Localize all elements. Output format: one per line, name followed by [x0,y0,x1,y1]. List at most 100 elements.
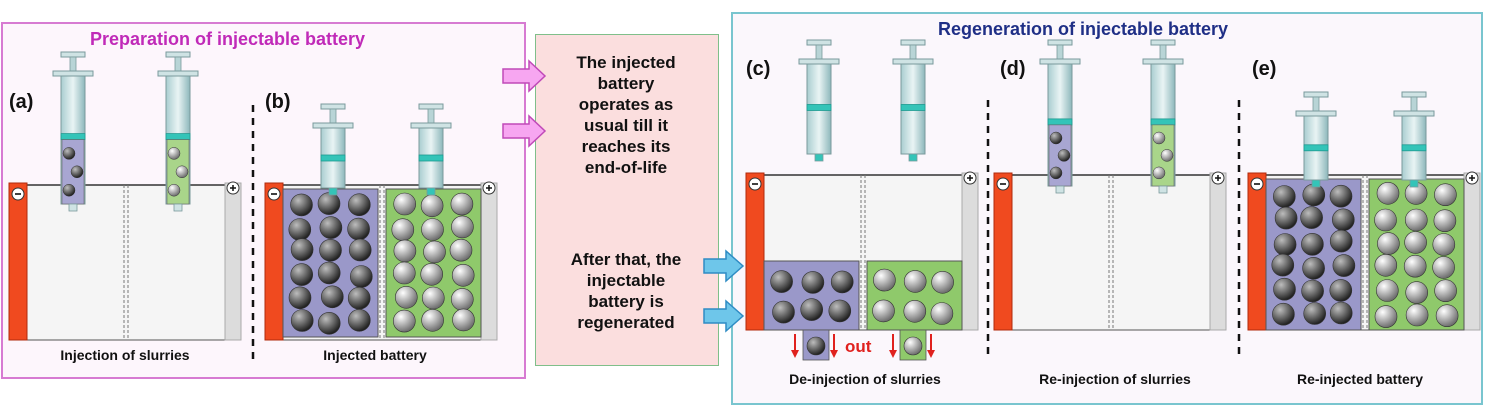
pink-arrow-bottom [502,114,547,148]
cathode-particle [1434,183,1457,206]
syringe-seal [418,154,444,162]
syringe-nozzle [1158,185,1168,194]
anode-particle [828,299,852,323]
cathode-particle [903,270,927,293]
middle-text-top-line-5: reaches its [581,137,671,156]
syringe-plunger-cap [165,51,191,58]
cathode-particle [451,215,474,239]
anode-particle [1329,184,1353,208]
anode-particle [317,192,341,215]
anode-particle [347,286,371,310]
cathode-particle [451,263,475,287]
negative-electrode [8,182,28,341]
panel-letter-e: (e) [1252,58,1277,80]
cathode-particle [931,270,954,294]
syringe-flange [1039,58,1081,65]
syringe-particle [1152,131,1166,145]
anode-particle [1300,206,1323,229]
anode-particle [1273,233,1297,256]
syringe-plunger-rod [815,44,823,60]
panel-letter-b: (b) [265,91,291,113]
cathode-particle [1435,304,1459,328]
panel-letter-a: (a) [9,91,34,113]
anode-particle [347,308,371,332]
panel-letter-c: (c) [746,58,771,80]
syringe-plunger-cap [1303,91,1329,98]
anode-particle [317,311,341,335]
cathode-particle [421,286,445,310]
middle-text-bottom-line-2: injectable [586,271,666,290]
syringe-nozzle [814,153,824,162]
syringe-c-anode [798,39,840,162]
syringe-b-anode [312,103,354,196]
syringe-plunger-rod [1159,44,1167,60]
negative-electrode [264,182,284,341]
caption-c: De-injection of slurries [789,371,941,387]
syringe-plunger-cap [320,103,346,110]
anode-particle [1301,279,1324,303]
cell-body [1009,174,1213,331]
syringe-seal [900,104,926,111]
anode-particle [1332,208,1355,232]
anode-particle [319,216,343,239]
middle-text-bottom-line-3: battery is [588,292,664,311]
cathode-particle [1374,305,1398,328]
anode-particle [1272,302,1295,326]
middle-text-bottom-line-4: regenerated [577,313,675,332]
cathode-particle [450,192,474,216]
cathode-particle [1377,232,1400,255]
blue-arrow-bottom [703,299,745,333]
cathode-particle [1432,256,1455,279]
anode-particle [1274,206,1298,230]
negative-electrode [1247,172,1267,331]
syringe-plunger-rod [909,44,917,60]
cathode-particle [1403,254,1427,278]
anode-particle [800,298,824,321]
syringe-particle [1160,149,1174,162]
syringe-seal [320,154,346,162]
syringe-d-anode [1039,39,1081,194]
cathode-particle [420,194,444,218]
out-label: out [845,337,872,356]
cathode-particle [452,308,475,332]
syringe-flange [1295,110,1337,117]
syringe-plunger-rod [1410,96,1418,112]
syringe-a-anode [52,51,94,212]
syringe-nozzle [328,187,338,196]
outlet-anode-particle [806,336,826,356]
blue-arrow-top [703,249,745,283]
anode-particle [830,270,854,294]
middle-text-top: The injected battery operates as usual t… [535,52,717,178]
cathode-particle [873,268,896,292]
syringe-particle [62,147,76,160]
syringe-plunger-cap [1047,39,1073,46]
syringe-particle [1049,131,1063,145]
middle-text-top-line-2: battery [597,74,655,93]
syringe-seal [1401,144,1427,152]
anode-particle [1329,229,1353,253]
positive-electrode [1463,172,1481,331]
cathode-particle [1432,233,1456,256]
syringe-particle [1049,166,1063,180]
syringe-particle [1152,166,1166,180]
cathode-particle [421,308,444,332]
cathode-particle [394,285,418,309]
preparation-title: Preparation of injectable battery [90,29,366,49]
cathode-particle [420,262,444,286]
cathode-particle [1405,281,1428,304]
syringe-plunger-rod [1312,96,1320,112]
syringe-plunger-rod [174,56,182,72]
caption-a: Injection of slurries [60,347,190,363]
cathode-particle [1405,208,1428,232]
negative-electrode [993,172,1013,331]
syringe-e-cathode [1393,91,1435,188]
anode-particle [1303,302,1326,325]
syringe-plunger-rod [69,56,77,72]
red-down-arrow [791,350,799,358]
syringe-flange [157,70,199,77]
syringe-nozzle [173,203,183,212]
cathode-particle [1433,209,1457,232]
panel-letter-d: (d) [1000,58,1026,80]
